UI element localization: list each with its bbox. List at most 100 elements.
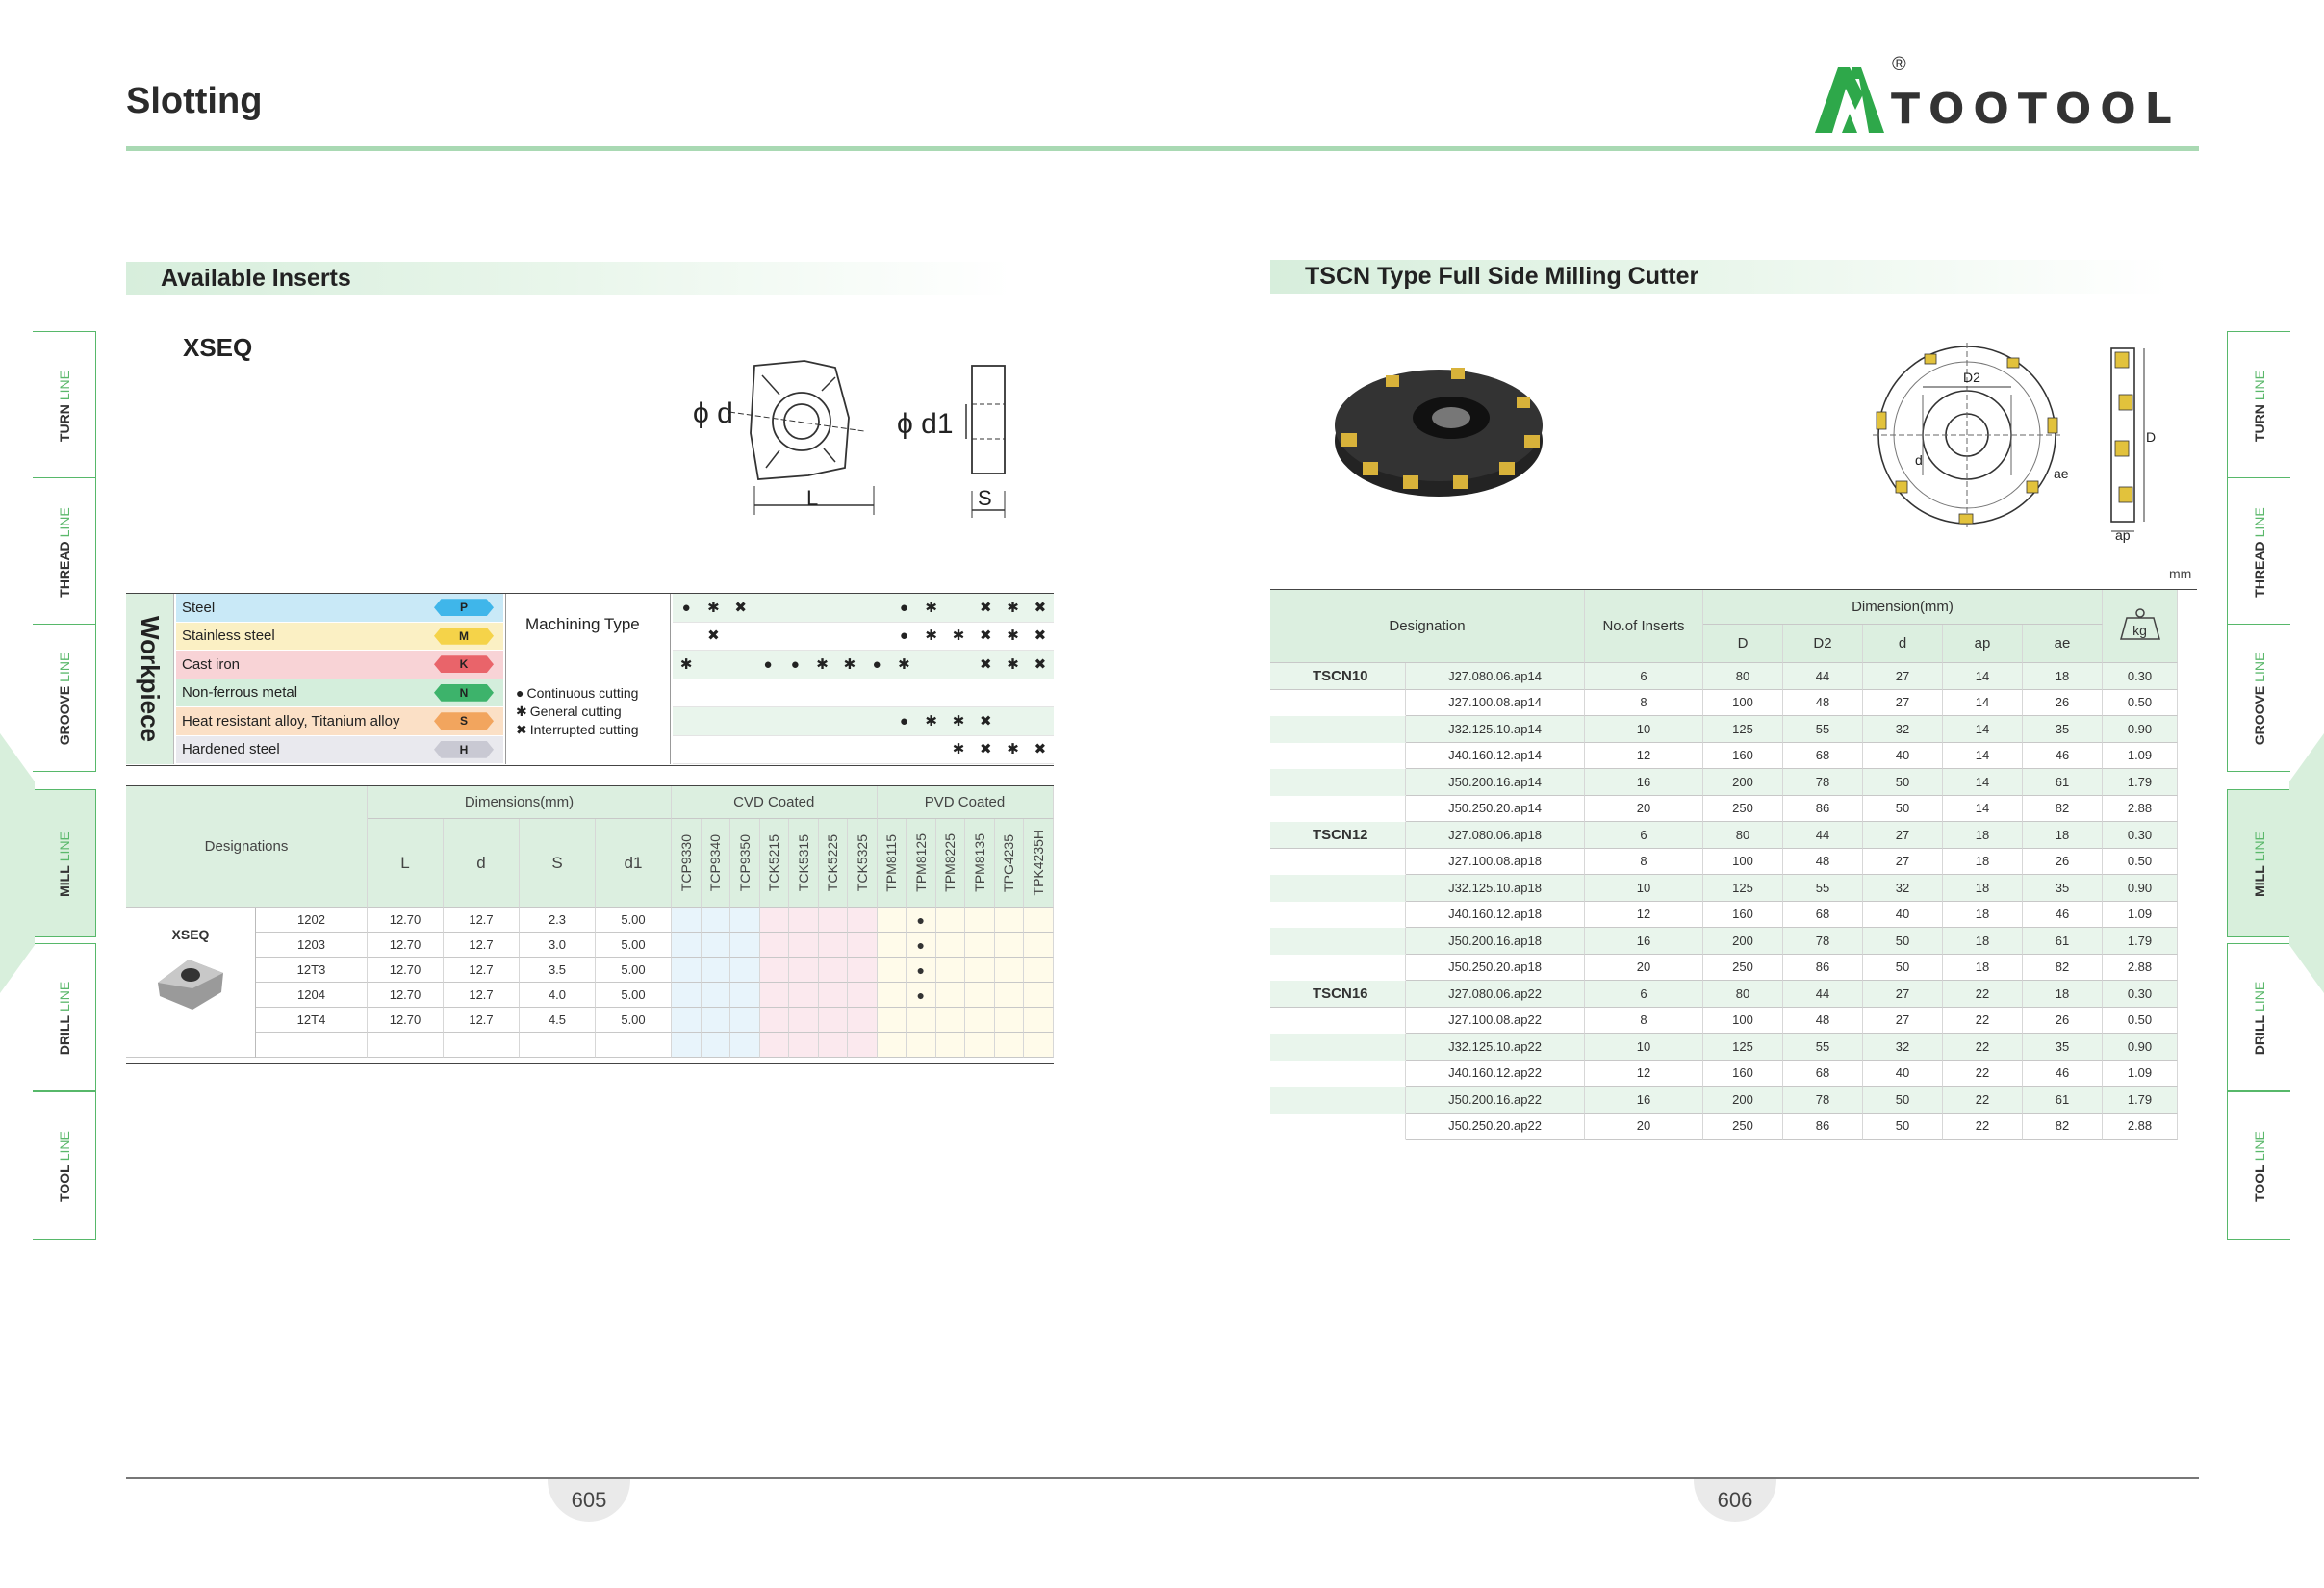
grade-availability-cell <box>730 1008 760 1033</box>
cutter-ae-cell: 46 <box>2023 901 2103 928</box>
material-name: Stainless steel <box>182 628 275 645</box>
cutter-ap-cell: 18 <box>1943 875 2023 902</box>
cutter-ap-cell: 22 <box>1943 1113 2023 1140</box>
cutter-n-cell: 8 <box>1585 848 1703 875</box>
cutter-n-cell: 6 <box>1585 663 1703 690</box>
side-tab-main: TOOL <box>2252 1165 2267 1202</box>
cutter-D2-cell: 48 <box>1783 1007 1863 1034</box>
cutter-code-cell: J27.080.06.ap14 <box>1406 663 1585 690</box>
grade-availability-cell <box>818 933 848 958</box>
grade-availability-cell <box>935 933 965 958</box>
legend-symbol: ✖ <box>516 722 527 737</box>
insert-code-cell: 1204 <box>256 983 368 1008</box>
page-title: Slotting <box>126 81 263 121</box>
insert-d-cell: 12.7 <box>444 933 520 958</box>
cutter-D2-cell: 68 <box>1783 742 1863 769</box>
grade-availability-cell <box>965 1008 995 1033</box>
grade-availability-cell <box>877 1008 907 1033</box>
cutter-ae-cell: 82 <box>2023 795 2103 822</box>
machining-mark <box>700 707 728 736</box>
grade-availability-cell <box>848 1008 878 1033</box>
cutter-d-cell: 32 <box>1863 1034 1943 1061</box>
machining-mark: ✖ <box>972 707 1000 736</box>
registered-mark: ® <box>1892 54 1906 75</box>
cutter-D2-cell: 68 <box>1783 1060 1863 1087</box>
insert-code-cell: 1202 <box>256 908 368 933</box>
cutter-d-cell: 40 <box>1863 901 1943 928</box>
cutter-code-cell: J50.250.20.ap14 <box>1406 795 1585 822</box>
insert-d1-cell: 5.00 <box>596 908 672 933</box>
machining-mark <box>781 594 809 623</box>
cutter-D2-cell: 55 <box>1783 1034 1863 1061</box>
active-tab-indicator-left <box>0 733 35 993</box>
cutter-n-cell: 16 <box>1585 928 1703 955</box>
cutter-ae-cell: 46 <box>2023 742 2103 769</box>
grade-col: TCK5315 <box>789 819 819 908</box>
cutter-kg-cell: 1.79 <box>2103 769 2178 796</box>
material-code-badge: K <box>434 655 494 674</box>
machining-mark: ✖ <box>1026 735 1054 764</box>
cutter-n-cell: 6 <box>1585 981 1703 1008</box>
cutter-n-cell: 8 <box>1585 1007 1703 1034</box>
machining-mark: ✖ <box>1026 622 1054 651</box>
cutter-D-cell: 80 <box>1703 663 1783 690</box>
machining-mark <box>944 679 973 707</box>
grade-availability-cell <box>848 958 878 983</box>
cutter-D2-cell: 55 <box>1783 875 1863 902</box>
group-name-cell: TSCN12 <box>1270 822 1406 849</box>
machining-mark <box>700 679 728 707</box>
grade-availability-cell <box>935 958 965 983</box>
cutter-d-cell: 27 <box>1863 663 1943 690</box>
machining-mark <box>673 735 701 764</box>
grade-availability-cell <box>789 933 819 958</box>
insert-code-cell: 12T4 <box>256 1008 368 1033</box>
machining-mark <box>753 594 782 623</box>
weight-icon <box>2119 608 2161 644</box>
grade-availability-cell <box>907 1008 936 1033</box>
machining-mark <box>753 622 782 651</box>
machining-mark: ✱ <box>808 651 836 679</box>
cutter-n-cell: 16 <box>1585 1087 1703 1114</box>
cutter-D2-cell: 44 <box>1783 981 1863 1008</box>
cutter-d-cell: 50 <box>1863 1087 1943 1114</box>
cutter-ap-cell: 18 <box>1943 928 2023 955</box>
dim-col-d: d <box>444 819 520 908</box>
insert-S-cell: 3.5 <box>520 958 596 983</box>
grade-availability-cell <box>701 958 730 983</box>
legend-text: General cutting <box>529 704 622 719</box>
label-d: ϕ d <box>693 397 733 429</box>
insert-title: XSEQ <box>183 333 253 362</box>
cutter-D-cell: 160 <box>1703 901 1783 928</box>
side-tab-main: GROOVE <box>2252 685 2267 746</box>
grade-availability-cell <box>1024 933 1054 958</box>
machining-mark: ● <box>781 651 809 679</box>
machining-mark: ● <box>890 594 918 623</box>
material-code-badge: S <box>434 712 494 730</box>
dim-col-ae: ae <box>2023 625 2103 663</box>
group-name-cell <box>1270 875 1406 902</box>
series-cell: XSEQ <box>126 908 256 1058</box>
grade-availability-cell <box>789 908 819 933</box>
machining-mark: ✱ <box>999 622 1027 651</box>
machining-mark <box>835 622 863 651</box>
machining-mark <box>781 679 809 707</box>
cutter-kg-cell: 0.50 <box>2103 689 2178 716</box>
grade-availability-cell <box>730 958 760 983</box>
machining-mark: ● <box>890 707 918 736</box>
